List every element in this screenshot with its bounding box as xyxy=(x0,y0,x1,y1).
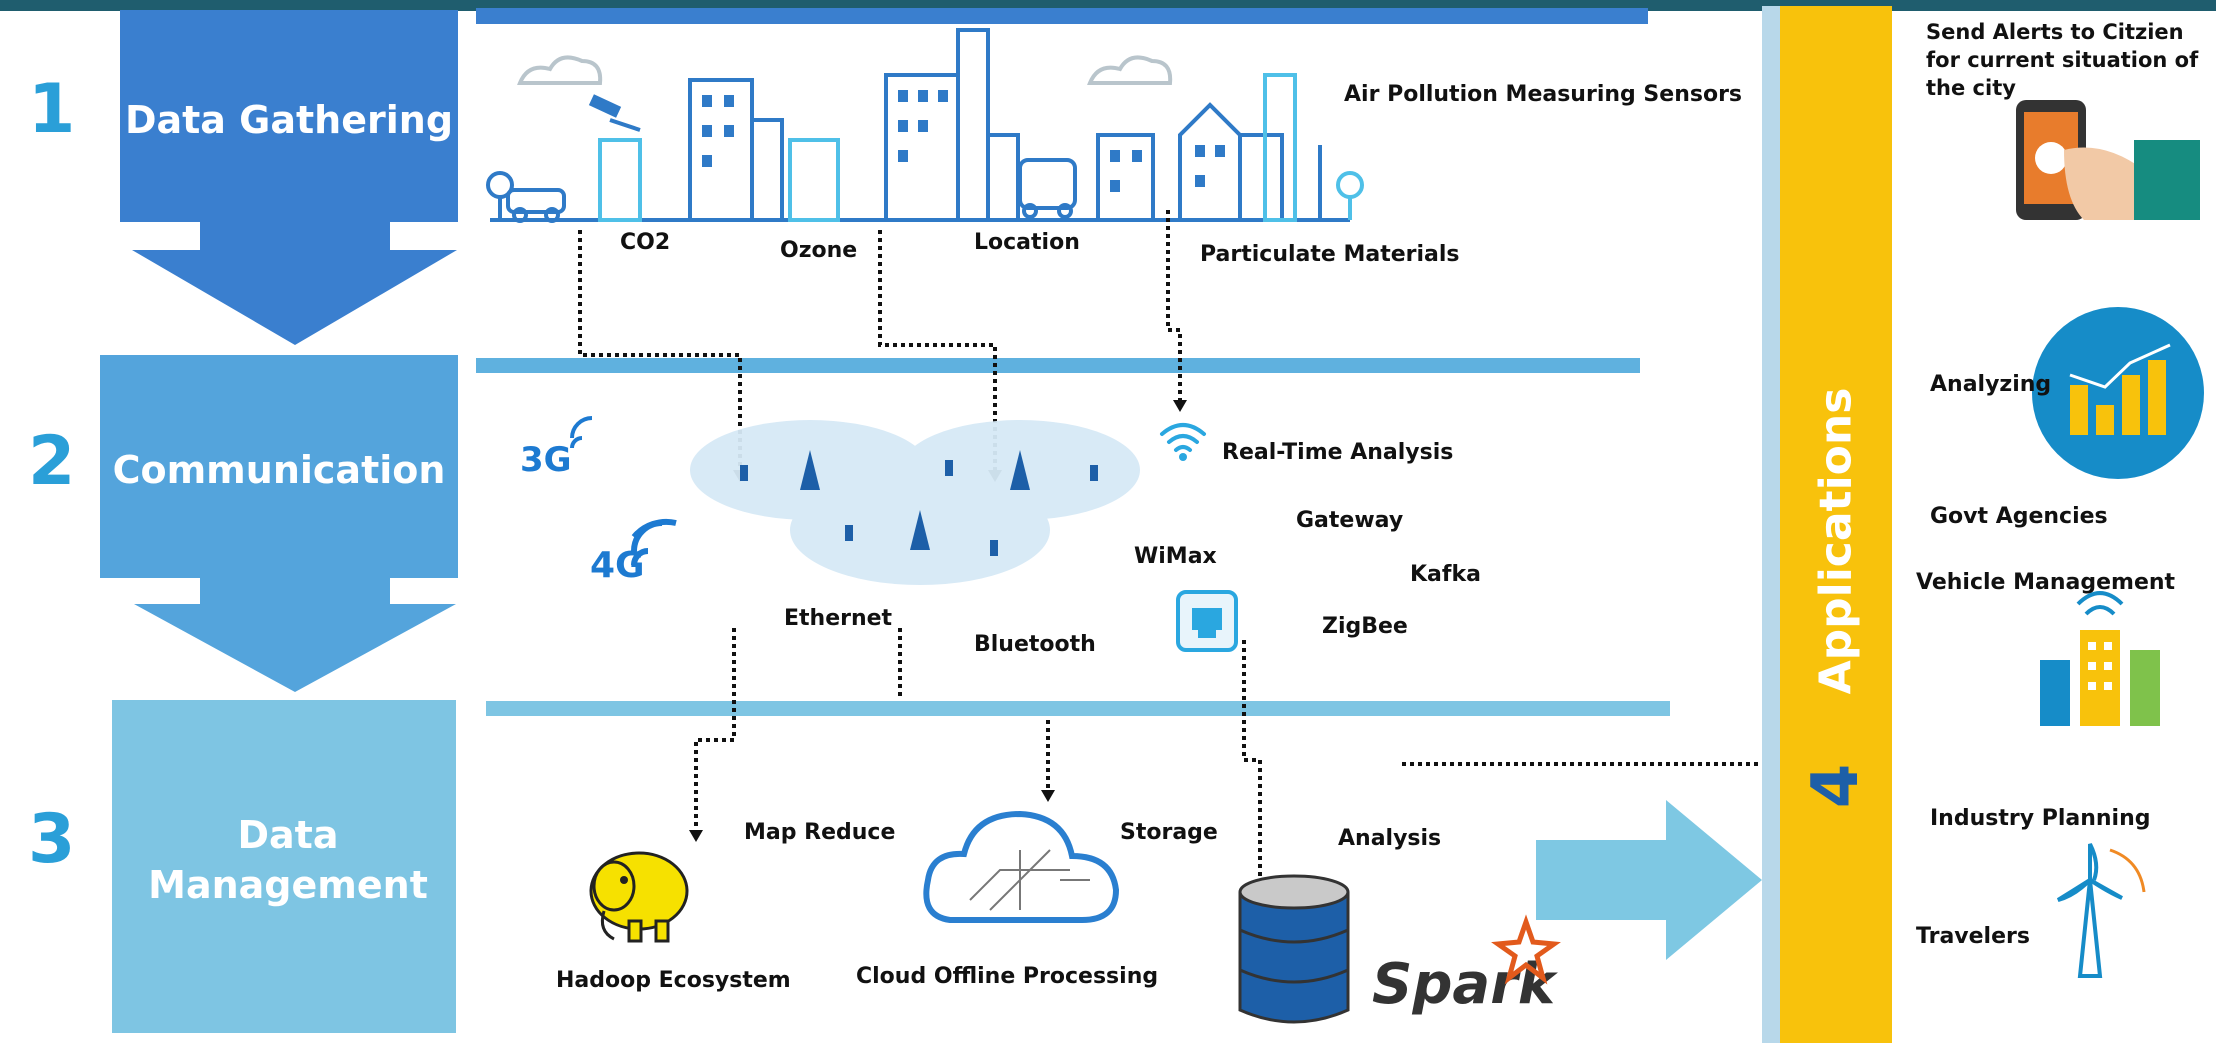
big-arrow-right xyxy=(1536,800,1762,960)
ethernet-label: Ethernet xyxy=(784,606,893,631)
applications-number: 4 xyxy=(1799,763,1873,809)
top-bar xyxy=(0,0,2216,11)
ethernet-port-icon xyxy=(1176,590,1238,652)
vehicle-label: Vehicle Management xyxy=(1916,570,2176,595)
govt-label: Govt Agencies xyxy=(1930,504,2108,529)
travelers-label: Travelers xyxy=(1916,924,2030,949)
mapreduce-label: Map Reduce xyxy=(744,820,896,845)
analyzing-label: Analyzing xyxy=(1930,372,2052,397)
smart-building-icon xyxy=(2040,591,2160,726)
stage-title-2: Communication xyxy=(112,448,446,492)
spark-logo: Spark xyxy=(1372,952,1556,1017)
location-label: Location xyxy=(974,230,1080,255)
city-skyline-icon xyxy=(486,28,1364,223)
wifi-icon xyxy=(1160,423,1206,461)
stage-1-arrow xyxy=(120,10,458,345)
stage-title-1: Data Gathering xyxy=(124,98,454,142)
particulate-label: Particulate Materials xyxy=(1200,242,1460,267)
3g-signal-icon xyxy=(570,416,593,449)
zigbee-label: ZigBee xyxy=(1322,614,1408,639)
stage-number-3: 3 xyxy=(28,800,76,879)
wind-turbine-icon xyxy=(2056,843,2146,978)
applications-text-area: Applications 4 xyxy=(1780,6,1892,1043)
applications-column xyxy=(1780,6,1892,1043)
kafka-label: Kafka xyxy=(1410,562,1481,587)
gateway-label: Gateway xyxy=(1296,508,1404,533)
band-middle xyxy=(476,358,1640,373)
3g-label: 3G xyxy=(520,440,572,480)
applications-title: Applications xyxy=(1810,387,1862,695)
hadoop-label: Hadoop Ecosystem xyxy=(556,968,791,993)
hadoop-elephant-icon xyxy=(589,851,689,943)
stage-3-block xyxy=(112,700,456,1033)
co2-label: CO2 xyxy=(620,230,671,255)
4g-signal-icon xyxy=(631,518,677,566)
bluetooth-label: Bluetooth xyxy=(974,632,1096,657)
storage-label: Storage xyxy=(1120,820,1218,845)
band-bottom xyxy=(486,701,1670,716)
stage-title-3: Data Management xyxy=(148,813,428,907)
cloud-processing-label: Cloud Offline Processing xyxy=(856,964,1159,989)
analyzing-chart-icon xyxy=(2032,307,2204,479)
realtime-label: Real-Time Analysis xyxy=(1222,440,1454,465)
stage-2-arrow xyxy=(100,355,458,692)
industry-label: Industry Planning xyxy=(1930,806,2151,831)
wimax-label: WiMax xyxy=(1134,544,1217,569)
4g-label: 4G xyxy=(590,545,645,586)
phone-alert-icon xyxy=(2016,100,2200,220)
cloud-icon xyxy=(923,810,1120,923)
alerts-label: Send Alerts to Citzien for current situa… xyxy=(1926,20,2199,100)
analysis-label: Analysis xyxy=(1338,826,1442,851)
ozone-label: Ozone xyxy=(780,238,858,263)
band-top xyxy=(476,8,1648,24)
database-icon xyxy=(1238,874,1350,1024)
stage-arrows xyxy=(100,10,458,1033)
spark-star-icon xyxy=(1491,914,1561,985)
applications-strip xyxy=(1762,6,1780,1043)
wireless-network-icon xyxy=(690,420,1140,585)
stage-number-1: 1 xyxy=(28,70,76,149)
stage-number-2: 2 xyxy=(28,422,76,501)
